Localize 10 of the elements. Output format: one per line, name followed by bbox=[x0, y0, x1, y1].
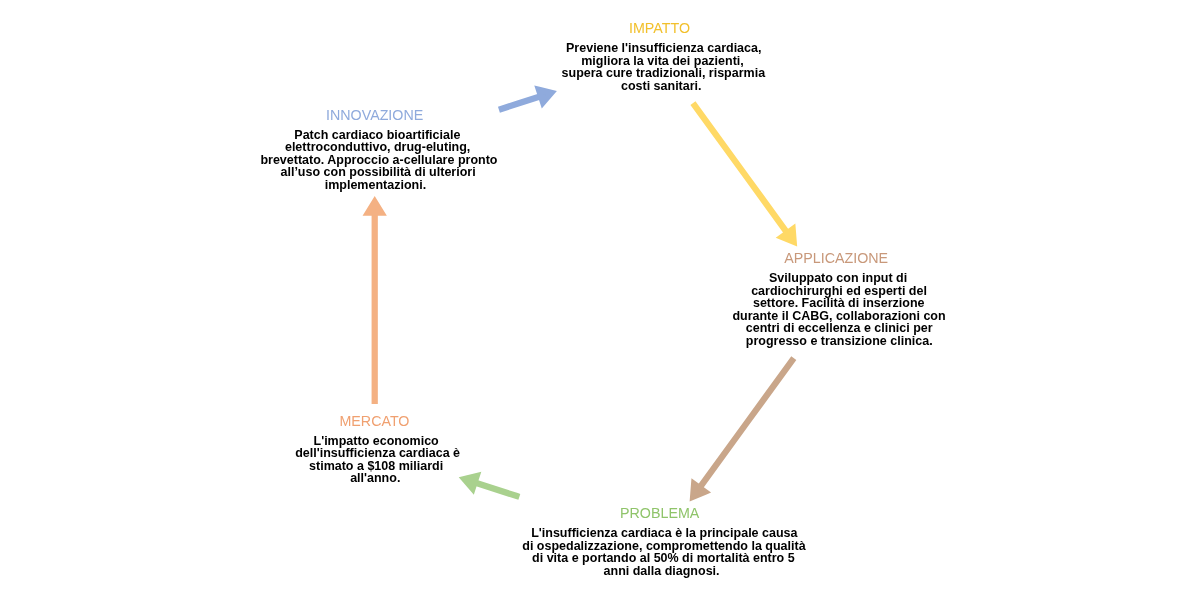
node-text: APPLICAZIONE Sviluppato con input di cardiochirurghi ed esperti del settore. Facilità di inserzione durante il CABG, collaborazioni con centri di eccellenza e clinici per progresso e transizione clinica. bbox=[732, 250, 946, 348]
arrow bbox=[690, 101, 798, 247]
arrow bbox=[689, 356, 797, 502]
arrow bbox=[362, 196, 387, 405]
node-text: IMPATTO Previene l'insufficienza cardiaca, migliora la vita dei pazienti, supera cure tradizionali, risparmia costi sanitari. bbox=[561, 20, 766, 93]
node-text: INNOVAZIONE Patch cardiaco bioartificiale elettroconduttivo, drug-eluting, brevettato. Approccio a-cellulare pronto all’uso con possibilità di ulteriori implementazioni. bbox=[260, 106, 498, 192]
arrow bbox=[458, 471, 521, 500]
node-text: PROBLEMA L'insufficienza cardiaca è la principale causa di ospedalizzazione, compromettendo la qualità di vita e portando al 50% di mortalità entro 5 anni dalla diagnosi. bbox=[522, 505, 806, 578]
node-text: MERCATO L'impatto economico dell'insufficienza cardiaca è stimato a $108 miliardi all'anno. bbox=[295, 412, 461, 486]
arrow bbox=[497, 85, 557, 113]
